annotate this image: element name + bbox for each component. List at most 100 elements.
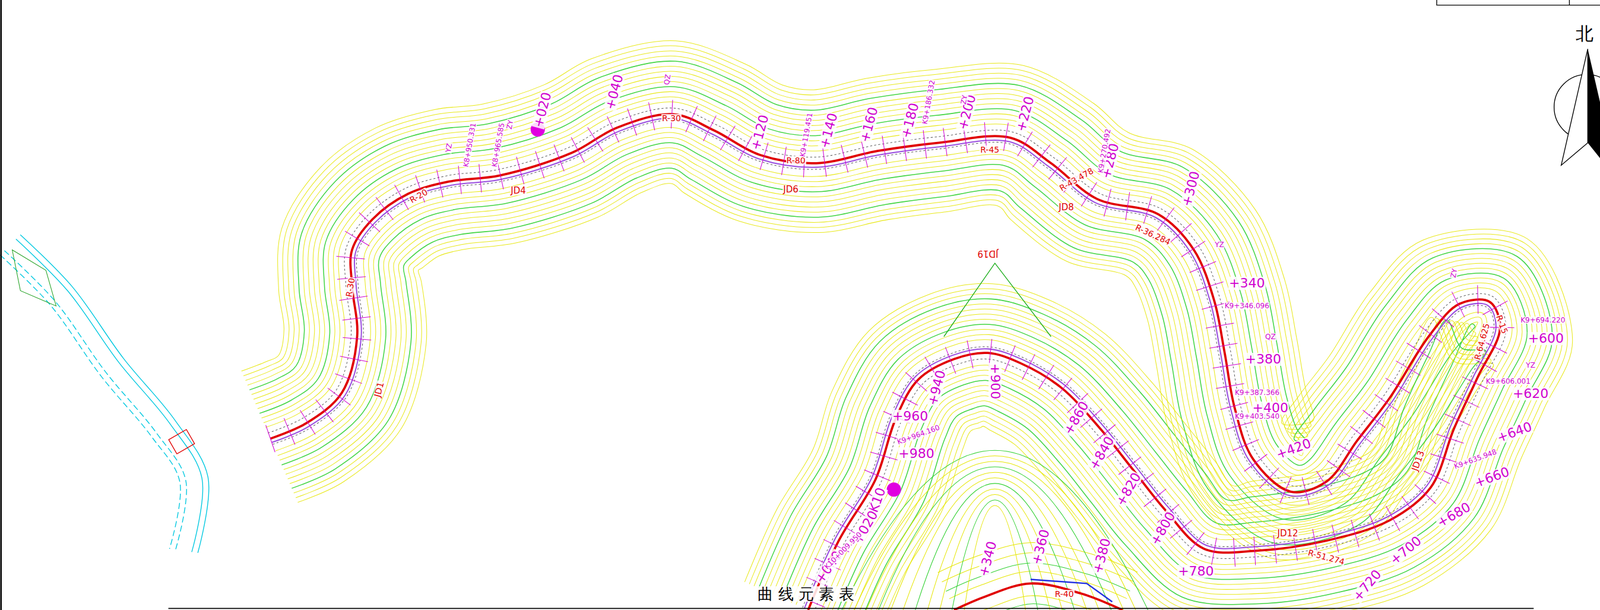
station-tick [1301,477,1310,506]
road-centerline [270,113,1500,610]
road-edge [267,108,1506,610]
station-label: +040 [603,72,626,112]
station-tick [1196,282,1224,291]
curve-point: QZ [662,73,672,86]
station-tick [648,102,655,131]
station-tick [1170,223,1192,243]
contour-line [243,45,1568,610]
chainage-label: K9+694.220 [1519,316,1566,324]
station-tick [1253,536,1256,565]
radius-label: R-40 [1054,589,1075,598]
station-tick [1205,322,1234,328]
contour-line [295,178,1491,584]
jd-label: JD1 [373,380,387,399]
station-tick [627,108,638,136]
station-tick [864,469,891,481]
station-tick [870,451,898,461]
contour-line [251,65,1548,610]
river-line [0,254,181,549]
station-label: +340 [1228,276,1266,290]
station-tick [685,106,698,133]
station-label: +780 [1177,564,1215,578]
station-label: +640 [1494,419,1535,445]
station-tick [1423,470,1450,484]
north-label: 北 [1575,24,1595,43]
station-label: +360 [1029,527,1052,567]
station-tick [1032,144,1051,168]
station-tick [1350,426,1373,445]
station-tick [1385,378,1411,394]
station-tick [1418,325,1442,343]
station-tick [1038,364,1055,389]
contour-line [253,71,1543,610]
contour-line [298,183,1494,582]
station-tick [1280,476,1292,503]
station-tick [1233,537,1236,567]
chainage-label: K8+965.585 [490,121,506,169]
jd-label: JD4 [509,186,527,196]
station-tick [394,184,409,210]
station-tick [1143,195,1152,224]
contour-line [263,96,1517,610]
station-label: +380 [1091,536,1114,576]
table-line [168,607,1535,610]
station-tick [1225,421,1253,430]
station-tick [1369,513,1380,541]
station-tick [1462,376,1489,389]
station-tick [1215,383,1244,389]
station-tick [479,163,482,193]
station-tick [1395,360,1421,376]
station-tick [1445,413,1472,426]
station-tick [300,410,316,435]
station-tick [283,417,296,445]
station-tick [1053,377,1073,400]
station-tick [923,130,927,159]
station-tick [1220,401,1248,410]
station-label: +840 [1087,433,1117,472]
station-tick [339,296,369,301]
chainage-label: K9+403.540 [1234,412,1280,420]
station-tick [1374,394,1399,411]
station-tick [340,356,369,362]
station-tick [1125,191,1130,221]
station-label: +340 [976,539,999,579]
curve-point: ZY [960,94,969,106]
station-label: +380 [1244,352,1282,366]
station-tick [882,135,887,164]
station-tick [1477,284,1479,314]
jd-label: JD8 [1057,202,1075,212]
station-tick [375,197,394,220]
road-centerline [954,583,1123,610]
curve-point: YZ [1214,241,1225,249]
station-tick [703,115,717,142]
table-title: 曲 线 元 素 表 [756,585,855,602]
station-tick [315,399,334,423]
station-tick [945,346,956,374]
station-tick [553,144,565,171]
station-tick [1386,505,1400,531]
contour-line [249,61,1553,610]
station-tick [1337,443,1362,459]
curve-point: QZ [1264,333,1277,341]
station-tick [967,340,974,369]
building [168,429,195,454]
station-tick [1431,308,1454,328]
station-tick [841,144,849,173]
contour-line [247,55,1558,610]
north-arrow [1587,48,1600,158]
chainage-label: K9+346.096 [1224,302,1270,310]
station-tick [1363,410,1386,429]
station-label: +180 [898,100,921,141]
station-label: +600 [1527,331,1565,345]
station-tick [1232,439,1259,451]
station-tick [1048,157,1067,180]
station-tick [1436,433,1465,443]
contour-line [878,466,1112,610]
contour-line [259,86,1527,610]
contour-line [854,455,1136,610]
station-tick [1209,343,1238,348]
station-tick [265,425,276,452]
station-tick [1451,291,1465,318]
station-tick [1017,131,1033,157]
